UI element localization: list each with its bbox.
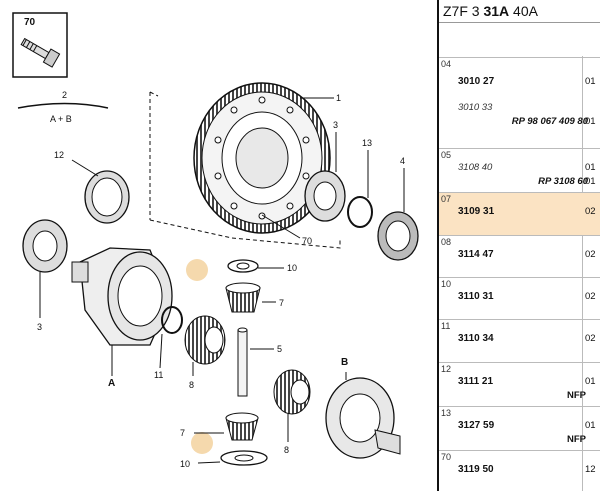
part-code[interactable]: 3111 21	[458, 376, 494, 387]
crown-wheel[interactable]	[193, 82, 331, 234]
part-code[interactable]: 3114 47	[458, 249, 494, 260]
assembly-note: 2 A + B	[17, 90, 109, 124]
snap-ring[interactable]	[347, 196, 373, 228]
callout-11: 11	[154, 370, 163, 380]
row-ref: 10	[441, 279, 452, 289]
sun-gear-right[interactable]	[273, 369, 311, 415]
part-row-70[interactable]: 70 3119 50 12	[439, 450, 600, 492]
row-ref: 12	[441, 364, 452, 374]
model-prefix: Z7F 3	[443, 3, 484, 19]
callout-12: 12	[54, 150, 64, 160]
rp-qty: 01	[585, 116, 596, 127]
label-a: A	[108, 378, 115, 389]
thrust-washer-top[interactable]	[227, 259, 259, 273]
part-qty: 02	[585, 291, 596, 302]
header-spacer	[439, 23, 600, 58]
callout-3-left: 3	[37, 322, 42, 332]
highlight-dot-top	[186, 259, 208, 281]
part-qty: 01	[585, 162, 596, 173]
callout-8-left: 8	[189, 380, 194, 390]
pinion-shaft[interactable]	[237, 327, 248, 397]
nfp-badge: NFP	[567, 390, 586, 401]
alt-part-code[interactable]: 3108 40	[458, 162, 493, 173]
part-row-11[interactable]: 11 3110 34 02	[439, 319, 600, 362]
bolt-icon	[20, 37, 61, 68]
part-qty: 01	[585, 76, 596, 87]
callout-8-right: 8	[284, 445, 289, 455]
callout-5: 5	[277, 344, 282, 354]
part-code[interactable]: 3110 34	[458, 333, 494, 344]
row-ref: 04	[441, 59, 452, 69]
circlip[interactable]	[161, 306, 183, 334]
callout-10-bottom: 10	[180, 459, 190, 469]
callout-3-right: 3	[333, 120, 338, 130]
planet-pinion-top[interactable]	[225, 282, 261, 313]
row-ref: 13	[441, 408, 452, 418]
part-qty: 02	[585, 333, 596, 344]
nfp-badge: NFP	[567, 434, 586, 445]
bolt-inset-box[interactable]: 70	[12, 12, 68, 78]
seal-ring[interactable]	[84, 170, 130, 224]
part-code[interactable]: 3010 27	[458, 76, 495, 87]
callout-70: 70	[302, 236, 312, 246]
callout-7-top: 7	[279, 298, 284, 308]
part-qty: 12	[585, 464, 596, 475]
oil-seal[interactable]	[377, 211, 419, 261]
label-b: B	[341, 357, 348, 368]
model-header: Z7F 3 31A 40A	[439, 0, 600, 23]
part-code[interactable]: 3110 31	[458, 291, 494, 302]
part-qty: 01	[585, 376, 596, 387]
assembly-note-text: A + B	[50, 114, 72, 124]
differential-case-b[interactable]	[325, 377, 401, 459]
part-qty: 01	[585, 420, 596, 431]
rp-reference[interactable]: RP 98 067 409 80	[511, 116, 588, 127]
inset-number: 70	[24, 17, 36, 28]
part-code[interactable]: 3109 31	[458, 206, 495, 217]
row-ref: 08	[441, 237, 452, 247]
callout-2: 2	[62, 90, 67, 100]
exploded-parts-diagram: 70 2 A + B 1 70 3	[12, 12, 419, 469]
part-row-04[interactable]: 04 3010 27 01 3010 33 RP 98 067 409 80 0…	[439, 57, 600, 148]
model-bold: 31A	[483, 3, 510, 19]
alt-part-code[interactable]: 3010 33	[458, 102, 493, 113]
rp-reference[interactable]: RP 3108 60	[538, 176, 588, 187]
row-ref: 07	[441, 194, 452, 204]
row-ref: 05	[441, 150, 452, 160]
bearing-left[interactable]	[22, 219, 68, 273]
part-code[interactable]: 3127 59	[458, 420, 495, 431]
highlight-dot-bottom	[191, 432, 213, 454]
parts-list-panel: Z7F 3 31A 40A 04 3010 27 01 3010 33 RP 9…	[437, 0, 600, 491]
planet-pinion-bottom[interactable]	[225, 412, 259, 441]
part-row-08[interactable]: 08 3114 47 02	[439, 235, 600, 277]
differential-case-a[interactable]	[71, 247, 173, 346]
row-ref: 70	[441, 452, 452, 462]
part-row-12[interactable]: 12 3111 21 01 NFP	[439, 362, 600, 406]
model-suffix: 40A	[509, 3, 538, 19]
row-ref: 11	[441, 321, 451, 331]
part-code[interactable]: 3119 50	[458, 464, 494, 475]
callout-10-top: 10	[287, 263, 297, 273]
callout-7-bottom: 7	[180, 428, 185, 438]
part-row-10[interactable]: 10 3110 31 02	[439, 277, 600, 319]
callout-1: 1	[336, 93, 341, 103]
callout-4: 4	[400, 156, 405, 166]
part-row-07[interactable]: 07 3109 31 02	[439, 192, 600, 235]
bearing-right[interactable]	[304, 170, 346, 222]
sun-gear-left[interactable]	[184, 315, 226, 365]
part-row-13[interactable]: 13 3127 59 01 NFP	[439, 406, 600, 450]
rp-qty: 01	[585, 176, 596, 187]
part-qty: 02	[585, 249, 596, 260]
thrust-washer-bottom[interactable]	[220, 450, 268, 466]
qty-column-divider	[582, 56, 583, 491]
callout-13: 13	[362, 138, 372, 148]
part-row-05[interactable]: 05 3108 40 01 RP 3108 60 01	[439, 148, 600, 192]
part-qty: 02	[585, 206, 596, 217]
